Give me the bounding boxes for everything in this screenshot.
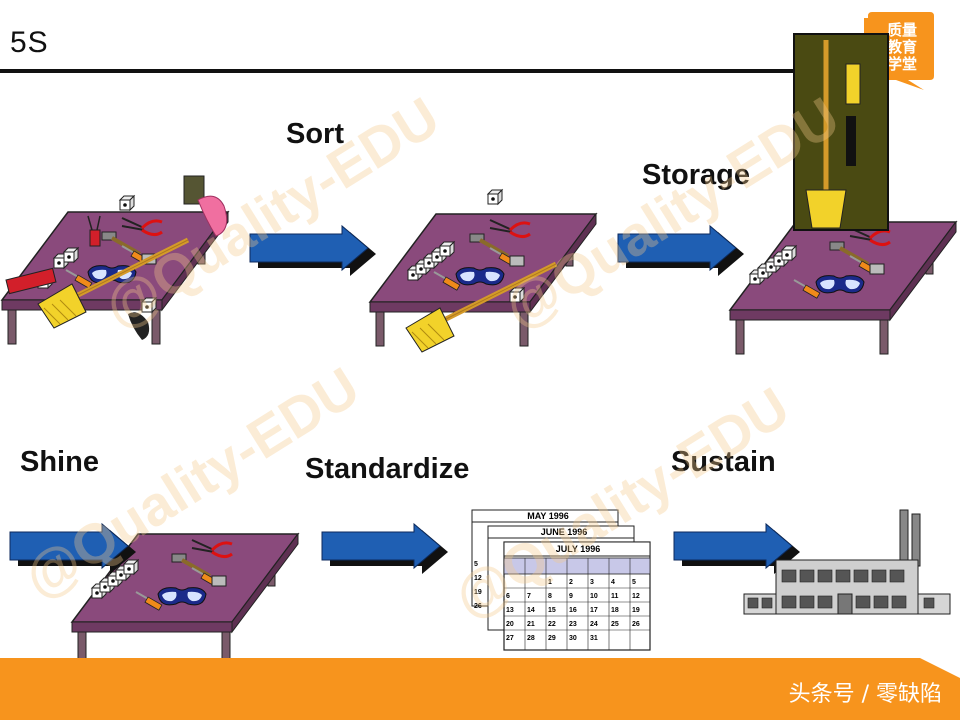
footer-text: 头条号 / 零缺陷 [788, 682, 942, 707]
calendar-stack [471, 509, 651, 651]
calendar-side-number: 5 [474, 561, 478, 568]
arrow-shine [9, 523, 137, 575]
calendar-day: 18 [611, 607, 619, 614]
calendar-day: 11 [611, 593, 619, 600]
arrow-storage [617, 225, 745, 277]
messy-workbench [1, 175, 229, 345]
calendar-day: 12 [632, 593, 640, 600]
calendar-month-may: MAY 1996 [527, 511, 569, 521]
calendar-day: 28 [527, 635, 535, 642]
calendar-side-number: 19 [474, 589, 482, 596]
tool-cabinet [793, 33, 889, 231]
storage-workbench [729, 221, 957, 355]
calendar-day: 26 [632, 621, 640, 628]
calendar-day: 20 [506, 621, 514, 628]
calendar-day: 23 [569, 621, 577, 628]
calendar-side-number: 26 [474, 603, 482, 610]
calendar-day: 19 [632, 607, 640, 614]
calendar-day: 29 [548, 635, 556, 642]
calendar-month-july: JULY 1996 [556, 544, 601, 554]
calendar-day: 9 [569, 593, 573, 600]
calendar-day: 27 [506, 635, 514, 642]
calendar-day: 10 [590, 593, 598, 600]
calendar-day: 6 [506, 593, 510, 600]
calendar-day: 3 [590, 579, 594, 586]
calendar-side-number: 12 [474, 575, 482, 582]
logo-line-1: 质量 [886, 21, 917, 39]
logo-line-3: 学堂 [886, 55, 917, 73]
calendar-day: 1 [548, 579, 552, 586]
factory-icon [743, 509, 951, 615]
arrow-standardize [321, 523, 449, 575]
calendar-day: 8 [548, 593, 552, 600]
arrow-sort [249, 225, 377, 277]
calendar-day: 31 [590, 635, 598, 642]
step-label-sustain: Sustain [671, 446, 776, 478]
calendar-day: 30 [569, 635, 577, 642]
step-label-storage: Storage [642, 159, 750, 191]
slide-title: 5S [10, 26, 49, 59]
step-label-shine: Shine [20, 446, 99, 478]
calendar-day: 2 [569, 579, 573, 586]
sorted-workbench [369, 189, 597, 347]
logo-text: 质量 教育 学堂 [874, 22, 930, 73]
step-label-sort: Sort [286, 118, 344, 150]
footer-bar [0, 658, 960, 720]
calendar-side-numbers: 5 12 19 26 [474, 561, 482, 610]
calendar-month-june: JUNE 1996 [541, 527, 588, 537]
calendar-day: 24 [590, 621, 598, 628]
calendar-day: 25 [611, 621, 619, 628]
calendar-day: 4 [611, 579, 615, 586]
title-rule [0, 69, 900, 73]
logo-line-2: 教育 [886, 38, 917, 56]
calendar-day: 22 [548, 621, 556, 628]
calendar-day: 7 [527, 593, 531, 600]
calendar-day: 15 [548, 607, 556, 614]
calendar-day: 5 [632, 579, 636, 586]
calendar-day: 21 [527, 621, 535, 628]
calendar-day: 16 [569, 607, 577, 614]
step-label-standardize: Standardize [305, 453, 470, 485]
calendar-day: 13 [506, 607, 514, 614]
calendar-day: 14 [527, 607, 535, 614]
calendar-day: 17 [590, 607, 598, 614]
